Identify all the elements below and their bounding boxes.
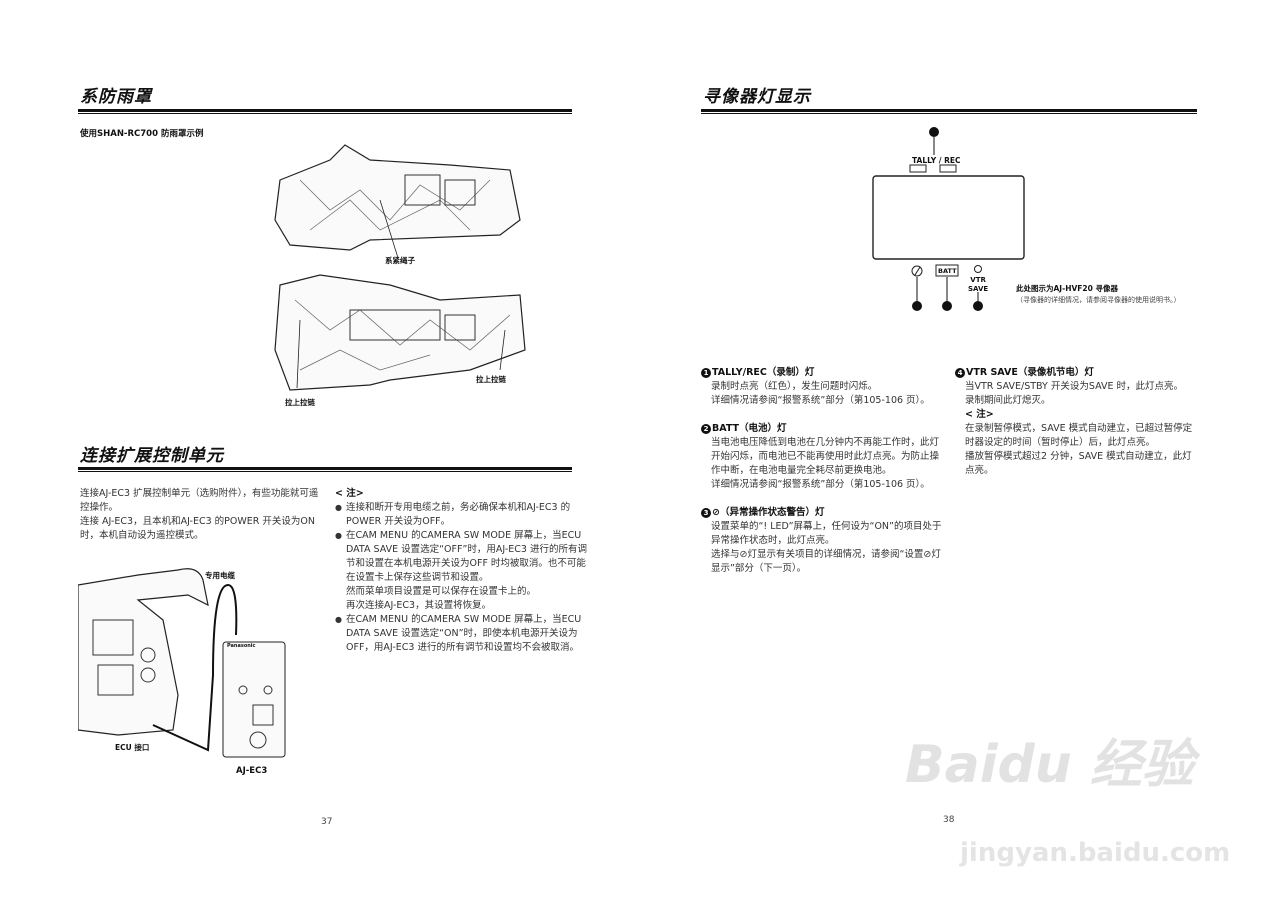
viewfinder-screen <box>872 175 1025 260</box>
diagram-note: 此处图示为AJ-HVF20 寻像器 <box>1016 284 1118 293</box>
title-rule <box>78 467 572 472</box>
watermark-url: jingyan.baidu.com <box>960 838 1231 868</box>
rain-cover-illustration-bottom <box>274 274 526 391</box>
diagram-note-sub: （寻像器的详细情况，请参阅寻像器的使用说明书。） <box>1016 296 1181 304</box>
item-title: TALLY/REC（录制）灯 <box>712 367 815 378</box>
label-cable: 专用电缆 <box>205 571 235 580</box>
marker-icon: 2 <box>701 423 711 434</box>
item-line: 在录制暂停模式，SAVE 模式自动建立，已超过暂停定时器设定的时间（暂时停止）后… <box>965 423 1193 448</box>
item-line: 录制期间此灯熄灭。 <box>965 395 1051 406</box>
item-line: 播放暂停模式超过2 分钟，SAVE 模式自动建立，此灯点亮。 <box>965 451 1192 476</box>
label-tally-rec: TALLY / REC <box>912 156 961 165</box>
watermark-logo: Baidu 经验 <box>905 735 1194 795</box>
lamp-item-warning: 3⊘（异常操作状态警告）灯 设置菜单的“! LED”屏幕上，任何设为“ON”的项… <box>701 506 944 576</box>
item-line: 详细情况请参阅“报警系统”部分（第105-106 页）。 <box>711 479 930 490</box>
note-item: 连接和断开专用电缆之前，务必确保本机和AJ-EC3 的POWER 开关设为OFF… <box>335 501 587 529</box>
item-line: 录制时点亮（红色），发生问题时闪烁。 <box>711 381 878 392</box>
section-title-rain-cover: 系防雨罩 <box>80 87 152 107</box>
page-number-right: 38 <box>943 815 955 825</box>
viewfinder-diagram <box>872 127 1025 311</box>
ecu-body: 连接AJ-EC3 扩展控制单元（选购附件），有些功能就可遥控操作。 连接 AJ-… <box>80 487 320 543</box>
label-aj-ec3: AJ-EC3 <box>236 766 268 776</box>
paragraph: 连接AJ-EC3 扩展控制单元（选购附件），有些功能就可遥控操作。 <box>80 488 319 513</box>
marker-icon: 3 <box>701 507 711 518</box>
item-title: ⊘（异常操作状态警告）灯 <box>712 507 825 518</box>
item-line: 当VTR SAVE/STBY 开关设为SAVE 时，此灯点亮。 <box>965 381 1183 392</box>
note-item: 在CAM MENU 的CAMERA SW MODE 屏幕上，当ECU DATA … <box>335 613 587 655</box>
item-line: 设置菜单的“! LED”屏幕上，任何设为“ON”的项目处于异常操作状态时，此灯点… <box>711 521 942 546</box>
marker-icon: 1 <box>701 367 711 378</box>
marker-icon: 4 <box>955 367 965 378</box>
rain-cover-illustration-top <box>274 144 521 259</box>
item-line: 选择与⊘灯显示有关项目的详细情况，请参阅“设置⊘灯显示”部分（下一页）。 <box>711 549 941 574</box>
paragraph: 连接 AJ-EC3，且本机和AJ-EC3 的POWER 开关设为ON 时，本机自… <box>80 516 315 541</box>
section-title-viewfinder: 寻像器灯显示 <box>703 87 811 107</box>
label-ecu-port: ECU 接口 <box>115 743 150 752</box>
item-line: 当电池电压降低到电池在几分钟内不再能工作时，此灯开始闪烁，而电池已不能再使用时此… <box>711 437 940 476</box>
ecu-notes: < 注> 连接和断开专用电缆之前，务必确保本机和AJ-EC3 的POWER 开关… <box>335 487 587 655</box>
section-title-ecu: 连接扩展控制单元 <box>80 446 224 466</box>
notes-heading: < 注> <box>335 488 364 499</box>
camera-ec3-illustration <box>78 568 286 758</box>
marker-1 <box>929 127 939 137</box>
label-batt: BATT <box>938 267 957 275</box>
label-zip-right: 拉上拉链 <box>476 375 506 384</box>
note-heading: < 注> <box>965 409 994 420</box>
label-vtr-save: VTR SAVE <box>968 276 989 293</box>
label-string: 系紧绳子 <box>385 256 415 265</box>
item-title: BATT（电池）灯 <box>712 423 787 434</box>
unit-brand: Panasonic <box>227 643 256 649</box>
label-zip-left: 拉上拉链 <box>285 398 315 407</box>
title-rule <box>701 109 1197 114</box>
note-item: 在CAM MENU 的CAMERA SW MODE 屏幕上，当ECU DATA … <box>335 529 587 613</box>
title-rule <box>78 109 572 114</box>
page-number-left: 37 <box>321 817 333 827</box>
item-line: 详细情况请参阅“报警系统”部分（第105-106 页）。 <box>711 395 930 406</box>
item-title: VTR SAVE（录像机节电）灯 <box>966 367 1094 378</box>
figure-caption: 使用SHAN-RC700 防雨罩示例 <box>80 129 204 139</box>
